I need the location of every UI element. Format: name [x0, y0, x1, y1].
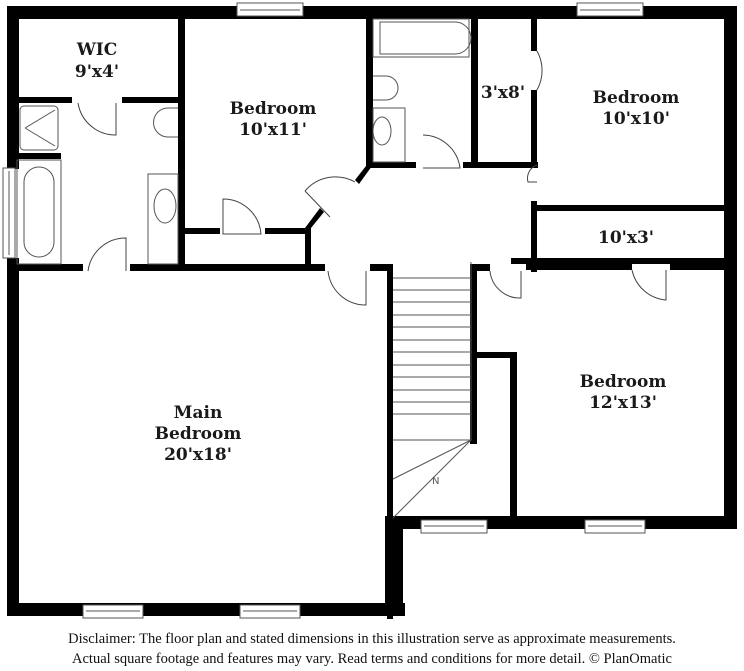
room-name-bedroom-3: Bedroom	[593, 88, 680, 108]
room-name-main-bedroom-2: Bedroom	[155, 424, 242, 444]
room-dim-wic: 9'x4'	[75, 62, 119, 82]
room-name-bedroom-4: Bedroom	[580, 372, 667, 392]
room-name-main-bedroom-1: Main	[174, 403, 223, 423]
room-name-wic: WIC	[76, 40, 118, 60]
room-dim-bedroom-2: 10'x11'	[239, 120, 307, 140]
room-dim-bedroom-3: 10'x10'	[602, 109, 670, 129]
stairs-direction-label: N	[432, 476, 439, 487]
windows	[2, 2, 646, 619]
disclaimer-line-2: Actual square footage and features may v…	[72, 651, 672, 667]
disclaimer: Disclaimer: The floor plan and stated di…	[0, 629, 744, 669]
stairs: N	[392, 262, 472, 519]
room-dim-closet-3x8: 3'x8'	[481, 83, 525, 103]
room-name-bedroom-2: Bedroom	[230, 99, 317, 119]
room-dim-main-bedroom: 20'x18'	[164, 445, 232, 465]
room-labels: WIC 9'x4' Bedroom 10'x11' 3'x8' Bedroom …	[75, 40, 679, 465]
disclaimer-line-1: Disclaimer: The floor plan and stated di…	[68, 631, 676, 647]
room-dim-closet-10x3: 10'x3'	[598, 228, 654, 248]
doors	[77, 50, 667, 306]
fixtures	[16, 18, 472, 265]
room-dim-bedroom-4: 12'x13'	[589, 393, 657, 413]
